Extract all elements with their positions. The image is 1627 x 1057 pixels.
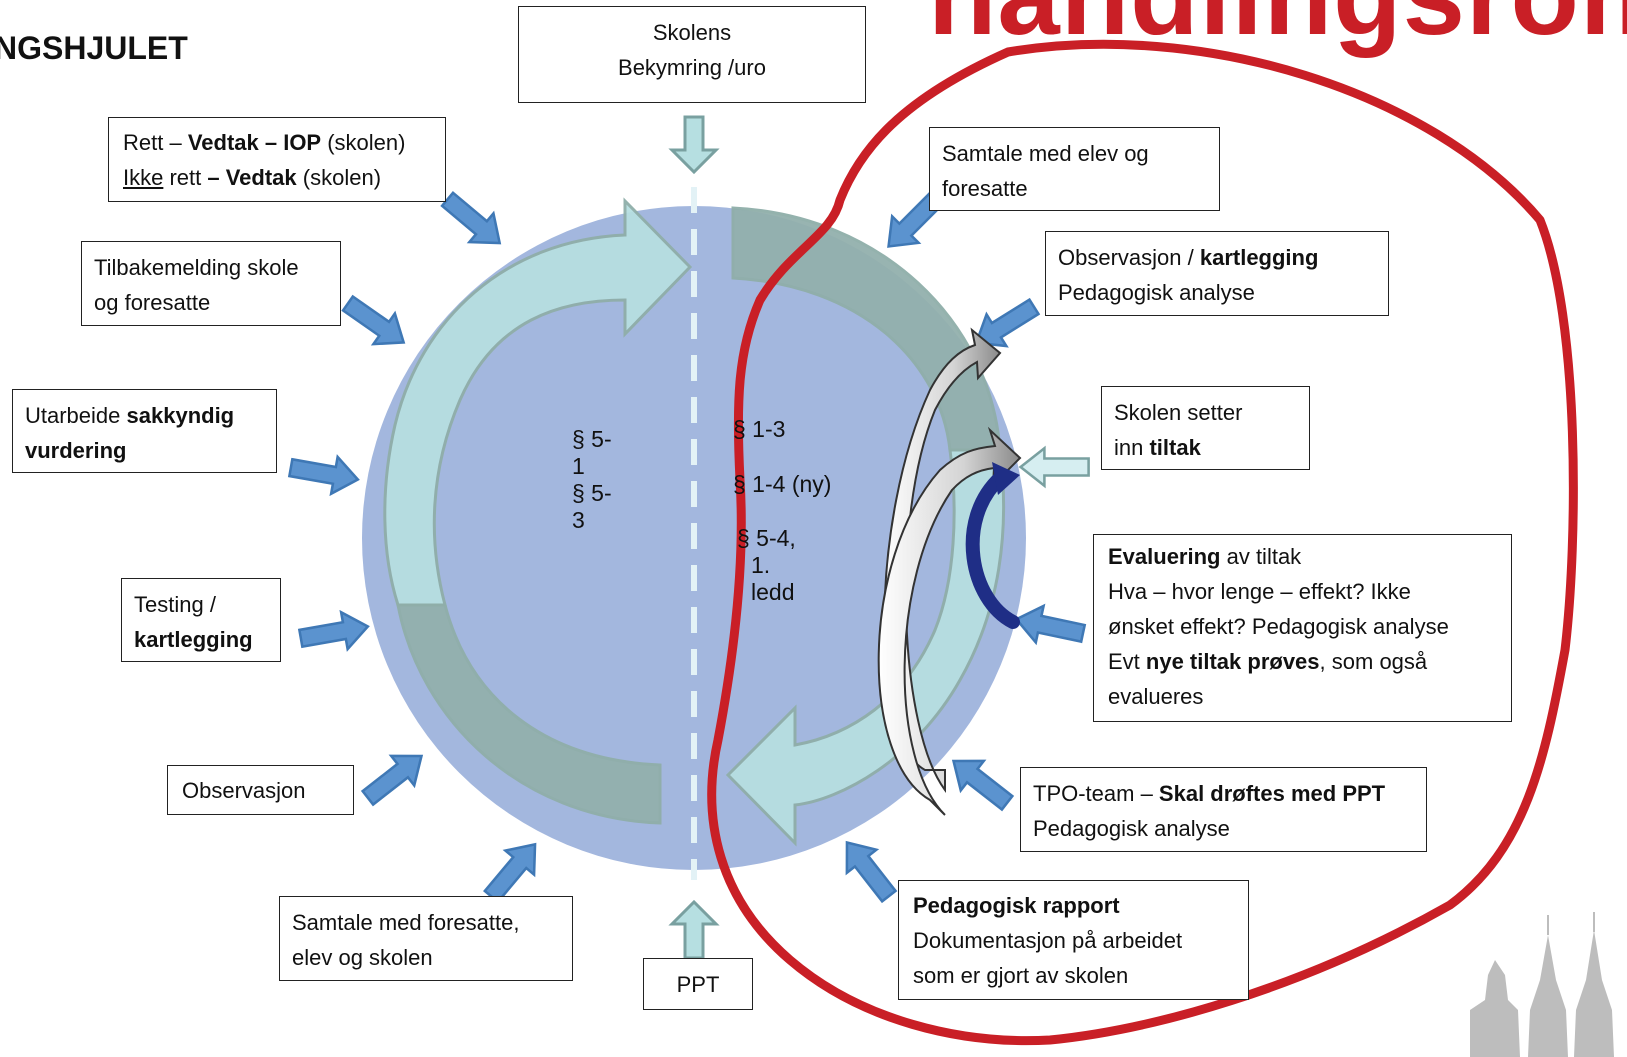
samtale-elev-line-2: foresatte bbox=[942, 176, 1028, 201]
arrow-observasjon bbox=[360, 754, 424, 807]
top-box-line-2: Bekymring /uro bbox=[618, 55, 766, 80]
church-watermark bbox=[1470, 912, 1614, 1057]
box-observasjon: Observasjon bbox=[167, 765, 354, 815]
arrow-sakkyndig bbox=[287, 454, 360, 497]
tilbakemelding-line-2: og foresatte bbox=[94, 290, 211, 315]
vedtak-line-1: Rett – Vedtak – IOP (skolen) bbox=[123, 130, 406, 155]
rapport-line-2: Dokumentasjon på arbeidet bbox=[913, 928, 1183, 953]
observasjon-label: Observasjon bbox=[182, 778, 306, 803]
arrow-observasjon-kartlegging bbox=[974, 297, 1041, 348]
handlingsrom-title: handlingsrom bbox=[928, 0, 1627, 52]
tiltak-line-2: inn tiltak bbox=[1114, 435, 1201, 460]
ppt-label: PPT bbox=[676, 972, 720, 997]
samtale-foresatte-line-2: elev og skolen bbox=[292, 945, 433, 970]
arrow-tiltak bbox=[1018, 445, 1090, 489]
arrow-vedtak bbox=[440, 191, 502, 245]
para-right-1: § 1-3 bbox=[733, 416, 786, 442]
sakkyndig-line-2: vurdering bbox=[25, 438, 127, 463]
box-samtale-foresatte: Samtale med foresatte, elev og skolen bbox=[279, 896, 573, 981]
testing-line-2: kartlegging bbox=[134, 627, 253, 652]
arrow-down-from-top bbox=[668, 115, 720, 175]
para-right-3: § 5-4, bbox=[737, 525, 796, 551]
box-sakkyndig: Utarbeide sakkyndig vurdering bbox=[12, 389, 277, 473]
box-tpo: TPO-team – Skal drøftes med PPT Pedagogi… bbox=[1020, 767, 1427, 852]
arrow-evaluering bbox=[1014, 603, 1087, 646]
box-ppt: PPT bbox=[643, 958, 753, 1010]
para-right-5: ledd bbox=[751, 579, 795, 605]
tpo-line-2: Pedagogisk analyse bbox=[1033, 816, 1230, 841]
navy-arc-head bbox=[992, 462, 1020, 495]
vedtak-line-2: Ikke rett – Vedtak (skolen) bbox=[123, 165, 382, 190]
para-right-2: § 1-4 (ny) bbox=[733, 471, 832, 497]
testing-line-1: Testing / bbox=[134, 592, 216, 617]
tpo-line-1: TPO-team – Skal drøftes med PPT bbox=[1033, 781, 1386, 806]
box-vedtak: Rett – Vedtak – IOP (skolen) Ikke rett –… bbox=[108, 117, 446, 202]
right-cycle-arrow bbox=[725, 448, 1006, 847]
samtale-elev-line-1: Samtale med elev og bbox=[942, 141, 1149, 166]
box-rapport: Pedagogisk rapport Dokumentasjon på arbe… bbox=[898, 880, 1249, 1000]
tiltak-line-1: Skolen setter bbox=[1114, 400, 1243, 425]
evaluering-line-5: evalueres bbox=[1108, 684, 1204, 709]
box-tiltak: Skolen setter inn tiltak bbox=[1101, 386, 1310, 470]
para-right-3-block: § 5-4, 1. ledd bbox=[737, 525, 796, 606]
para-right-4: 1. bbox=[751, 552, 771, 578]
top-box-line-1: Skolens bbox=[652, 20, 732, 45]
samtale-foresatte-line-1: Samtale med foresatte, bbox=[292, 910, 520, 935]
paragraphs-left: § 5- 1 § 5- 3 bbox=[572, 426, 612, 534]
arrow-up-from-bottom bbox=[668, 899, 720, 960]
sakkyndig-line-1: Utarbeide sakkyndig bbox=[25, 403, 235, 428]
handlingsrom-outline bbox=[707, 39, 1578, 1046]
box-testing: Testing / kartlegging bbox=[121, 578, 281, 662]
box-skolens-bekymring: Skolens Bekymring /uro bbox=[518, 6, 866, 103]
tilbakemelding-line-1: Tilbakemelding skole bbox=[94, 255, 299, 280]
box-observasjon-kartlegging: Observasjon / kartlegging Pedagogisk ana… bbox=[1045, 231, 1389, 316]
arrow-tpo bbox=[951, 759, 1015, 812]
box-tilbakemelding: Tilbakemelding skole og foresatte bbox=[81, 241, 341, 326]
evaluering-line-1: Evaluering av tiltak bbox=[1108, 544, 1302, 569]
box-evaluering: Evaluering av tiltak Hva – hvor lenge – … bbox=[1093, 534, 1512, 722]
evaluering-line-3: ønsket effekt? Pedagogisk analyse bbox=[1108, 614, 1449, 639]
rapport-line-3: som er gjort av skolen bbox=[913, 963, 1129, 988]
evaluering-line-4: Evt nye tiltak prøves, som også bbox=[1108, 649, 1428, 674]
para-left-1: § 5- bbox=[572, 426, 612, 452]
rapport-line-1: Pedagogisk rapport bbox=[913, 893, 1120, 918]
diagram-title-fragment: NGSHJULET bbox=[0, 30, 188, 66]
observasjon-kartlegging-line-1: Observasjon / kartlegging bbox=[1058, 245, 1319, 270]
navy-arc bbox=[965, 471, 1020, 629]
arrow-tilbakemelding bbox=[341, 294, 406, 346]
para-left-2: 1 bbox=[572, 453, 585, 479]
observasjon-kartlegging-line-2: Pedagogisk analyse bbox=[1058, 280, 1255, 305]
arrow-testing bbox=[297, 609, 370, 652]
grey-arc-arrow-inner bbox=[877, 426, 1022, 816]
left-cycle-tail bbox=[396, 603, 662, 825]
arrow-rapport bbox=[845, 840, 898, 904]
para-left-3: § 5- bbox=[572, 480, 612, 506]
box-samtale-elev: Samtale med elev og foresatte bbox=[929, 127, 1220, 211]
para-left-4: 3 bbox=[572, 507, 585, 533]
evaluering-line-2: Hva – hvor lenge – effekt? Ikke bbox=[1108, 579, 1411, 604]
